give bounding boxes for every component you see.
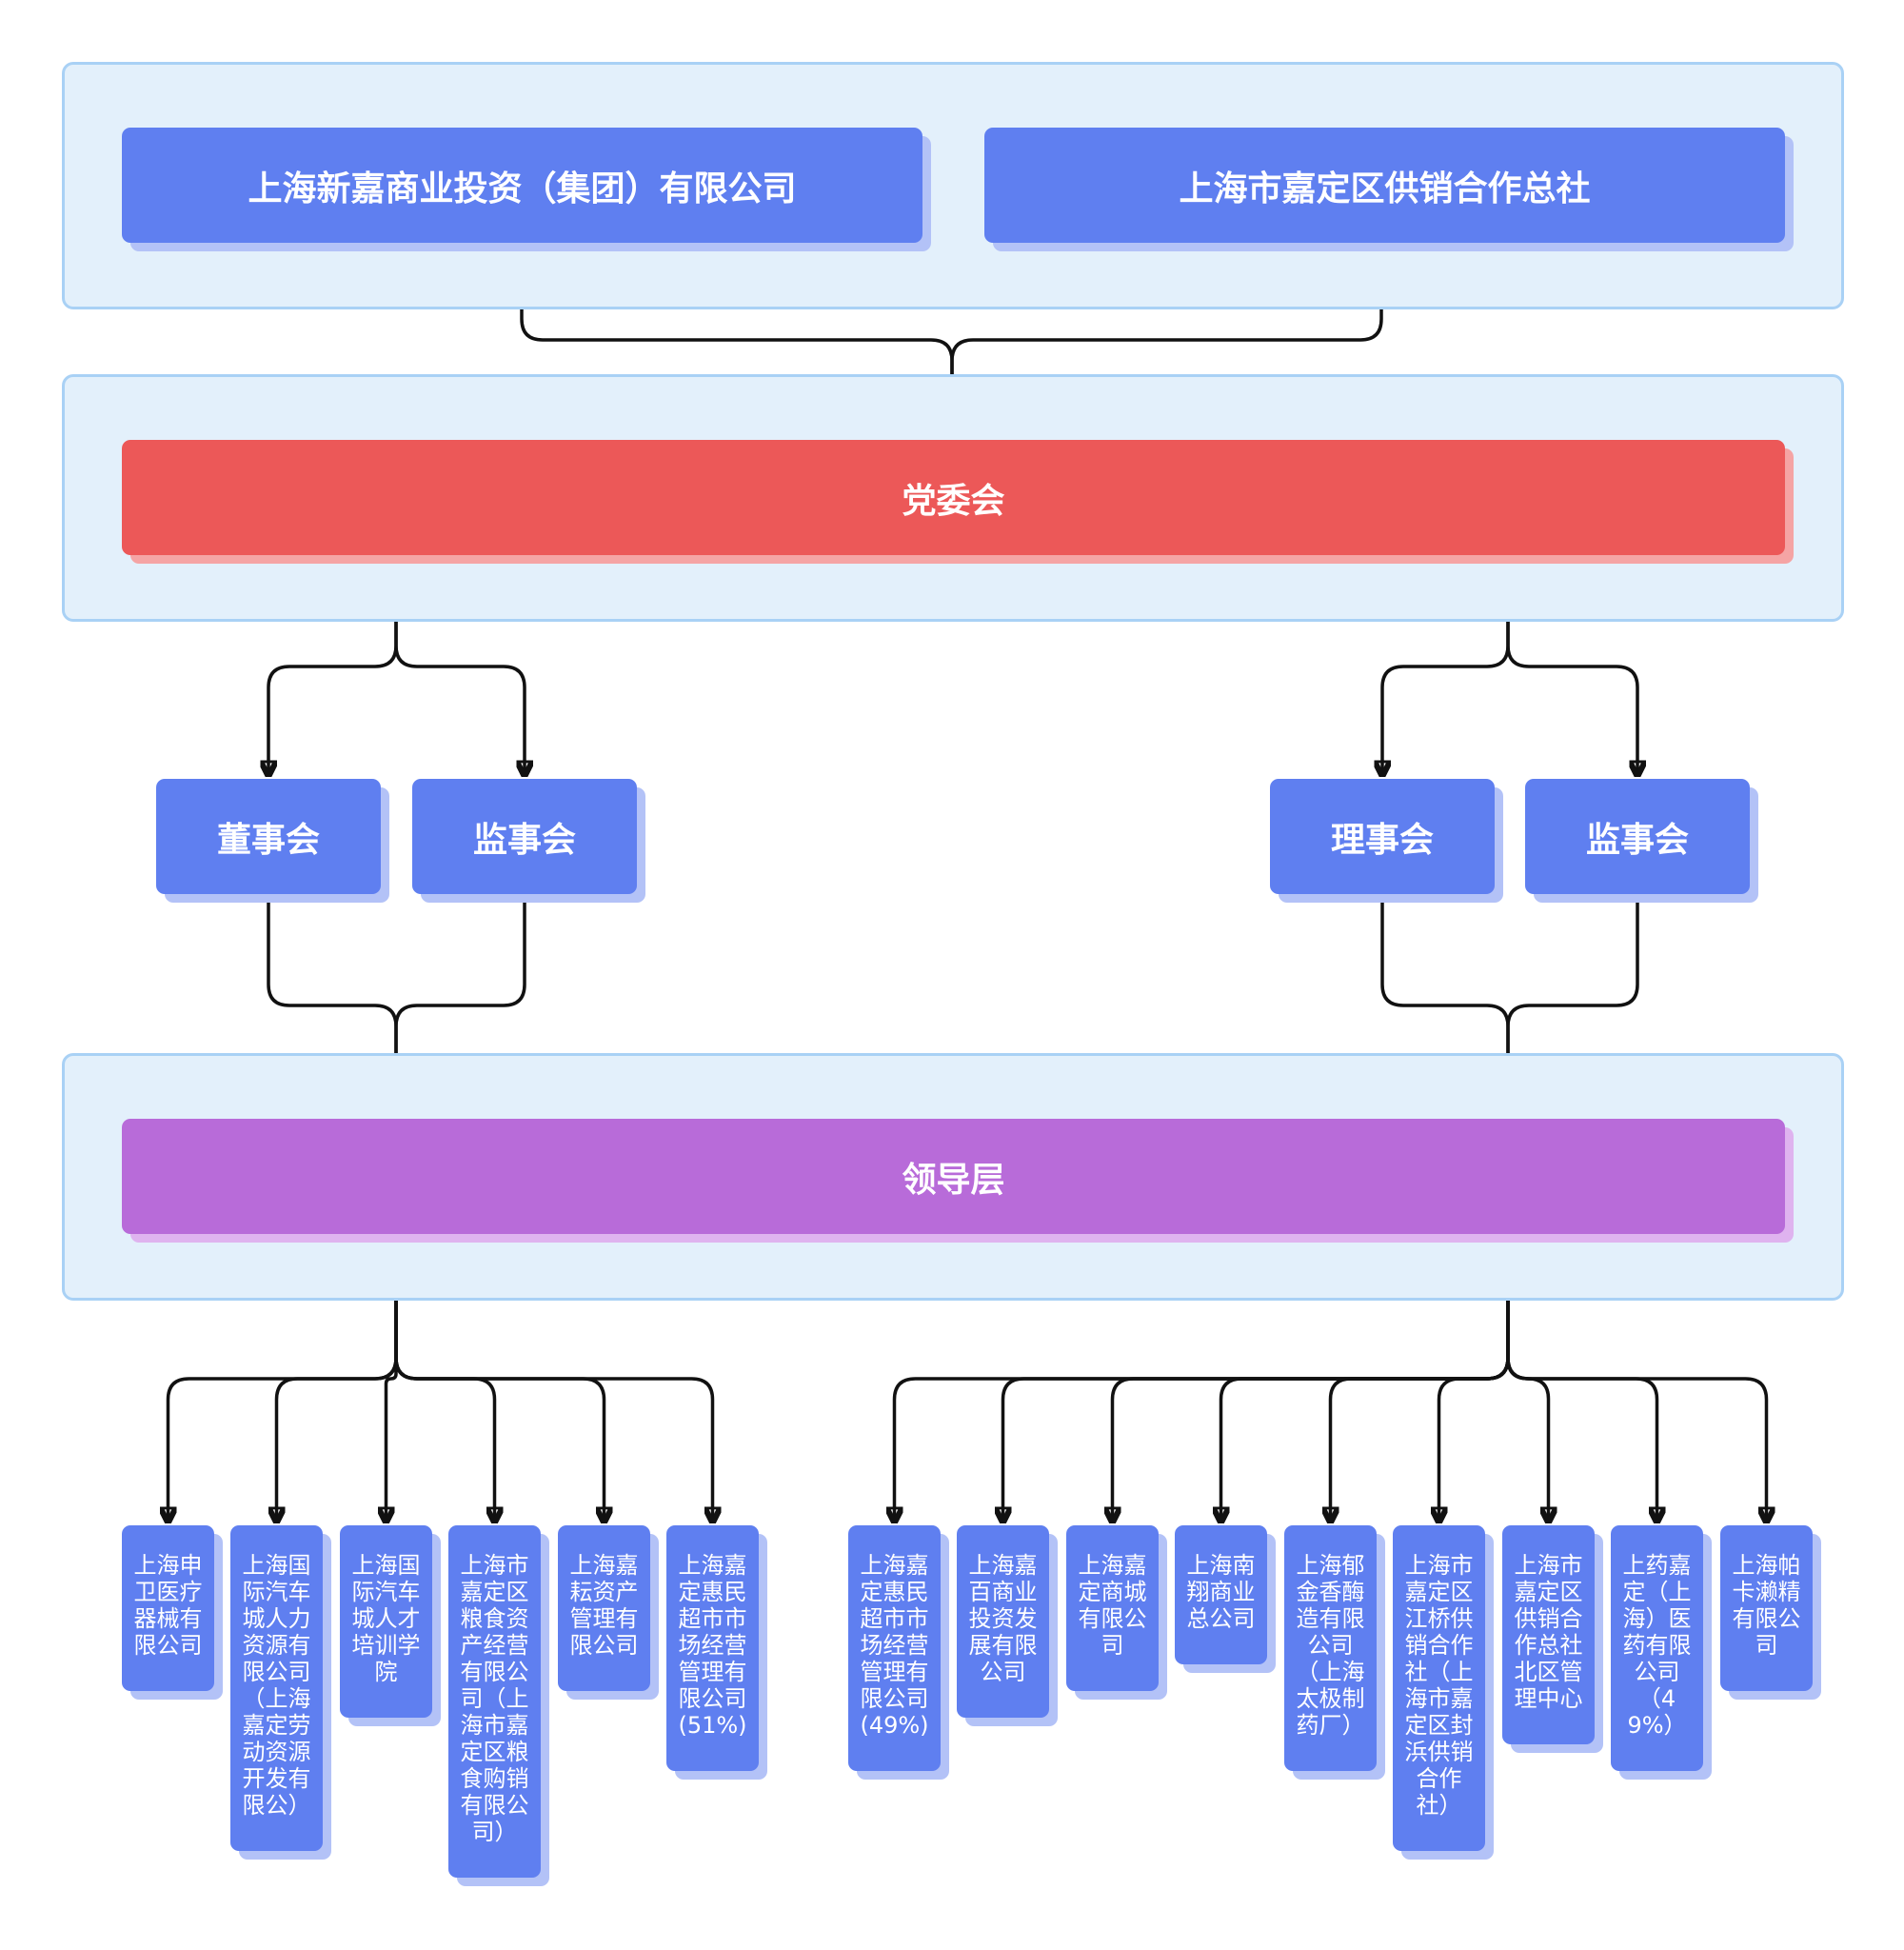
subsidiary-label: 上海国际汽车城人才培训学院 [351, 1552, 421, 1685]
supervisory-label: 监事会 [472, 820, 576, 860]
edge-leadership-to-subsidiary [394, 1234, 713, 1522]
subsidiary-label: 上海嘉百商业投资发展有限公司 [968, 1552, 1038, 1685]
subsidiary-label: 上药嘉定（上海）医药有限公司（49%） [1622, 1552, 1692, 1739]
subsidiary-label: 上海市嘉定区粮食资产经营有限公司（上海市嘉定区粮食购销有限公司） [460, 1552, 529, 1845]
edge-party-to-board [1506, 555, 1637, 775]
subsidiary-label: 上海国际汽车城人力资源有限公司（上海嘉定劳动资源开发有限公） [242, 1552, 311, 1819]
subsidiary-node[interactable]: 上海申卫医疗器械有限公司 [122, 1525, 214, 1691]
subsidiary-node[interactable]: 上药嘉定（上海）医药有限公司（49%） [1611, 1525, 1703, 1771]
supervisory-label: 监事会 [1585, 820, 1689, 860]
council-label: 理事会 [1330, 820, 1434, 860]
subsidiary-node[interactable]: 上海嘉定惠民超市市场经营管理有限公司(49%) [848, 1525, 941, 1771]
subsidiary-label: 上海市嘉定区供销合作总社北区管理中心 [1514, 1552, 1583, 1712]
subsidiary-label: 上海南翔商业总公司 [1186, 1552, 1256, 1632]
subsidiary-label: 上海嘉定惠民超市市场经营管理有限公司(51%) [678, 1552, 747, 1739]
edge-party-to-board [1382, 555, 1510, 775]
left-supervisory-board-node[interactable]: 监事会 [412, 779, 637, 894]
subsidiary-label: 上海市嘉定区江桥供销合作社（上海市嘉定区封浜供销合作社） [1404, 1552, 1474, 1819]
edge-board-to-leadership [396, 894, 526, 1115]
board-of-directors-node[interactable]: 董事会 [156, 779, 381, 894]
leadership-label: 领导层 [902, 1160, 1005, 1200]
leadership-node[interactable]: 领导层 [122, 1119, 1785, 1234]
subsidiary-label: 上海郁金香酶造有限公司（上海太极制药厂） [1296, 1552, 1365, 1739]
right-supervisory-board-node[interactable]: 监事会 [1525, 779, 1750, 894]
subsidiary-label: 上海嘉耘资产管理有限公司 [569, 1552, 639, 1659]
edge-board-to-leadership [267, 894, 396, 1115]
shareholder-label: 上海市嘉定区供销合作总社 [1179, 169, 1591, 209]
edge-leadership-to-subsidiary [1506, 1234, 1767, 1522]
subsidiary-node[interactable]: 上海帕卡濑精有限公司 [1720, 1525, 1813, 1691]
party-committee-node[interactable]: 党委会 [122, 440, 1785, 555]
shareholder-label: 上海新嘉商业投资（集团）有限公司 [248, 169, 797, 209]
edge-party-to-board [268, 555, 398, 775]
subsidiary-label: 上海申卫医疗器械有限公司 [133, 1552, 203, 1659]
subsidiary-node[interactable]: 上海嘉定商城有限公司 [1066, 1525, 1159, 1691]
shareholder-node-xinjia[interactable]: 上海新嘉商业投资（集团）有限公司 [122, 128, 922, 243]
shareholder-node-supply-coop[interactable]: 上海市嘉定区供销合作总社 [984, 128, 1785, 243]
subsidiary-label: 上海嘉定惠民超市市场经营管理有限公司(49%) [860, 1552, 929, 1739]
subsidiary-node[interactable]: 上海嘉百商业投资发展有限公司 [957, 1525, 1049, 1718]
edge-shareholder-to-party [520, 243, 952, 436]
subsidiary-node[interactable]: 上海嘉耘资产管理有限公司 [558, 1525, 650, 1691]
subsidiary-node[interactable]: 上海市嘉定区粮食资产经营有限公司（上海市嘉定区粮食购销有限公司） [448, 1525, 541, 1878]
party-committee-label: 党委会 [902, 481, 1005, 521]
edge-shareholder-to-party [952, 243, 1383, 436]
subsidiary-node[interactable]: 上海市嘉定区江桥供销合作社（上海市嘉定区封浜供销合作社） [1393, 1525, 1485, 1851]
council-node[interactable]: 理事会 [1270, 779, 1495, 894]
edge-leadership-to-subsidiary [1439, 1234, 1510, 1522]
edge-board-to-leadership [1380, 894, 1508, 1115]
edge-board-to-leadership [1508, 894, 1639, 1115]
subsidiary-node[interactable]: 上海国际汽车城人才培训学院 [340, 1525, 432, 1718]
subsidiary-node[interactable]: 上海南翔商业总公司 [1175, 1525, 1267, 1664]
subsidiary-label: 上海嘉定商城有限公司 [1078, 1552, 1147, 1659]
subsidiary-node[interactable]: 上海郁金香酶造有限公司（上海太极制药厂） [1284, 1525, 1377, 1771]
subsidiary-node[interactable]: 上海嘉定惠民超市市场经营管理有限公司(51%) [666, 1525, 759, 1771]
edge-party-to-board [394, 555, 525, 775]
board-label: 董事会 [216, 820, 320, 860]
edge-leadership-to-subsidiary [387, 1234, 398, 1522]
subsidiary-node[interactable]: 上海市嘉定区供销合作总社北区管理中心 [1502, 1525, 1595, 1744]
subsidiary-label: 上海帕卡濑精有限公司 [1732, 1552, 1801, 1659]
subsidiary-node[interactable]: 上海国际汽车城人力资源有限公司（上海嘉定劳动资源开发有限公） [230, 1525, 323, 1851]
